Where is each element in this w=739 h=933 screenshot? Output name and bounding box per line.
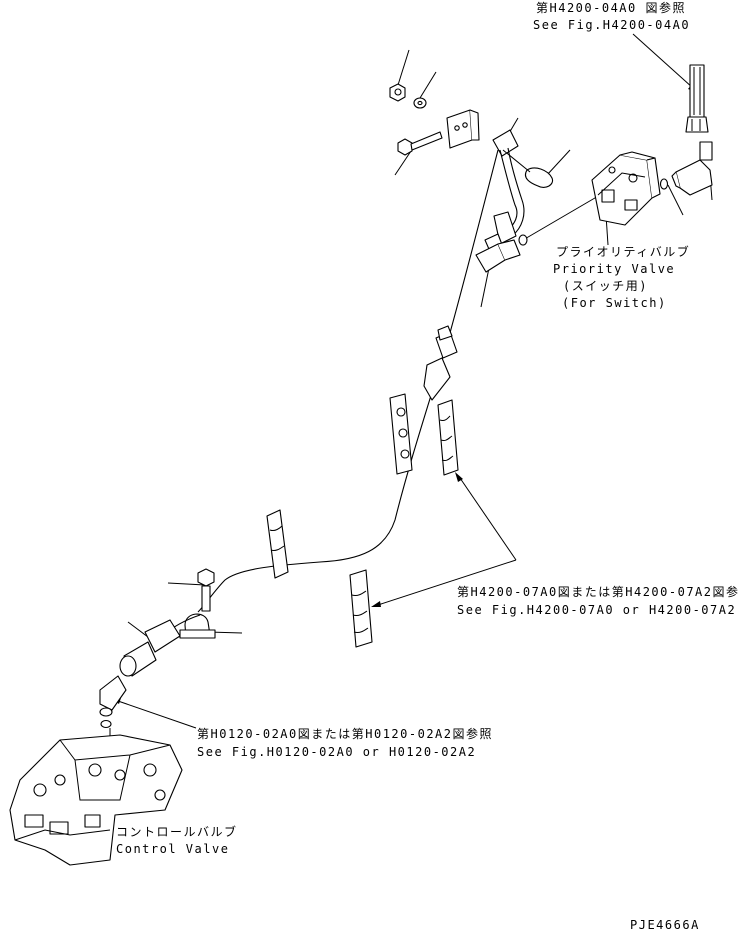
bolt-lower bbox=[197, 568, 215, 612]
leader-oring-right bbox=[667, 184, 684, 216]
priority-valve bbox=[591, 151, 661, 226]
ref-mid-en: See Fig.H4200-07A0 or H4200-07A2 bbox=[457, 603, 736, 617]
clip-small bbox=[502, 149, 554, 188]
nut bbox=[389, 83, 406, 102]
leader-oring-mid bbox=[522, 194, 601, 241]
mounting-bracket bbox=[446, 109, 480, 149]
bolt bbox=[397, 131, 443, 156]
leader-mid-ref-arrow-b bbox=[371, 601, 381, 607]
leader-mid-ref-a bbox=[459, 477, 517, 561]
leader-clip bbox=[546, 149, 571, 176]
hose-clamp-middle bbox=[349, 569, 373, 648]
leader-mid-ref-b bbox=[377, 559, 517, 606]
drawing-number: PJE4666A bbox=[630, 918, 700, 932]
leader-low-ref bbox=[117, 700, 197, 729]
priority-valve-sub-jp: (スイッチ用) bbox=[563, 279, 648, 293]
hose-fitting-mid bbox=[423, 325, 458, 401]
leader-mid-ref-arrow-a bbox=[455, 472, 463, 482]
main-hose bbox=[197, 149, 499, 613]
leader-nut bbox=[397, 49, 410, 86]
washer bbox=[413, 97, 427, 109]
ref-top-jp: 第H4200-04A0 図参照 bbox=[536, 0, 686, 15]
leader-bolt-lower bbox=[167, 582, 206, 586]
leader-washer bbox=[419, 71, 437, 99]
hose-lower bbox=[99, 614, 201, 729]
elbow-fitting-right bbox=[659, 141, 713, 196]
hose-clamp-lower bbox=[266, 509, 289, 579]
priority-valve-label-en: Priority Valve bbox=[553, 262, 675, 276]
leader-elbow-mid bbox=[480, 267, 490, 308]
hose-fitting-top-right bbox=[685, 64, 709, 133]
ref-top-en: See Fig.H4200-04A0 bbox=[533, 18, 690, 32]
ref-mid-jp: 第H4200-07A0図または第H4200-07A2図参照 bbox=[457, 584, 739, 599]
control-valve bbox=[9, 734, 183, 866]
ref-low-en: See Fig.H0120-02A0 or H0120-02A2 bbox=[197, 745, 476, 759]
control-valve-label-jp: コントロールバルブ bbox=[116, 824, 238, 839]
hose-clamp-upper-right bbox=[437, 399, 459, 476]
control-valve-label-en: Control Valve bbox=[116, 842, 229, 856]
hose-clamp-upper-left bbox=[389, 393, 413, 475]
leader-top-ref bbox=[632, 33, 694, 89]
tube-top bbox=[484, 129, 525, 257]
priority-valve-sub-en: (For Switch) bbox=[562, 296, 667, 310]
ref-low-jp: 第H0120-02A0図または第H0120-02A2図参照 bbox=[197, 726, 493, 741]
priority-valve-label-jp: プライオリティバルブ bbox=[556, 244, 690, 259]
clamp-lower bbox=[179, 613, 216, 639]
elbow-fitting-mid bbox=[475, 234, 528, 273]
